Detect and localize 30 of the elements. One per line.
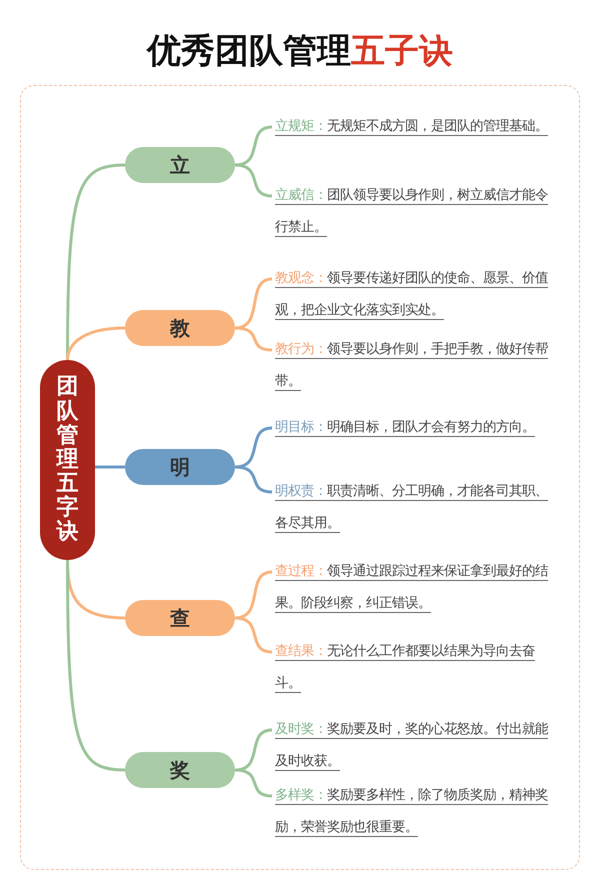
branch-label: 奖 xyxy=(170,757,190,784)
branch-pill xyxy=(125,600,235,636)
branch-pill xyxy=(125,752,235,788)
item-text: 及时奖：奖励要及时，奖的心花怒放。付出就能及时收获。 xyxy=(275,720,550,771)
connector-line xyxy=(234,164,272,198)
branch-label: 查 xyxy=(170,605,190,632)
connector-line xyxy=(66,560,126,772)
connector-line xyxy=(234,466,272,494)
item-text: 明目标：明确目标，团队才会有努力的方向。 xyxy=(275,418,536,437)
item-text: 明权责：职责清晰、分工明确，才能各司其职、各尽其用。 xyxy=(275,482,549,533)
connector-line xyxy=(234,326,272,352)
branch-pill xyxy=(125,147,235,183)
branch-pill xyxy=(125,310,235,346)
item-text: 查结果：无论什么工作都要以结果为导向去奋斗。 xyxy=(275,643,536,693)
branch-label: 教 xyxy=(170,315,190,342)
center-label: 团队管理五字诀 xyxy=(56,375,78,545)
branch-label: 立 xyxy=(170,152,190,179)
connector-line xyxy=(234,616,272,654)
title: 优秀团队管理五子诀 xyxy=(145,30,454,73)
branch-label: 明 xyxy=(170,454,190,481)
item-text: 教观念：领导要传递好团队的使命、愿景、价值观，把企业文化落实到实处。 xyxy=(275,270,549,320)
item-text: 教行为：领导要以身作则，手把手教，做好传帮带。 xyxy=(275,340,549,391)
item-text: 立威信：团队领导要以身作则，树立威信才能令行禁止。 xyxy=(275,186,549,237)
connector-line xyxy=(95,466,125,468)
item-text: 查过程：领导通过跟踪过程来保证拿到最好的结果。阶段纠察，纠正错误。 xyxy=(275,562,549,613)
connector-line xyxy=(66,326,126,360)
connector-line xyxy=(234,768,272,798)
branch-pill xyxy=(125,449,235,485)
item-text: 多样奖：奖励要多样性，除了物质奖励，精神奖励，荣誉奖励也很重要。 xyxy=(275,786,549,837)
item-text: 立规矩：无规矩不成方圆，是团队的管理基础。 xyxy=(275,118,549,136)
